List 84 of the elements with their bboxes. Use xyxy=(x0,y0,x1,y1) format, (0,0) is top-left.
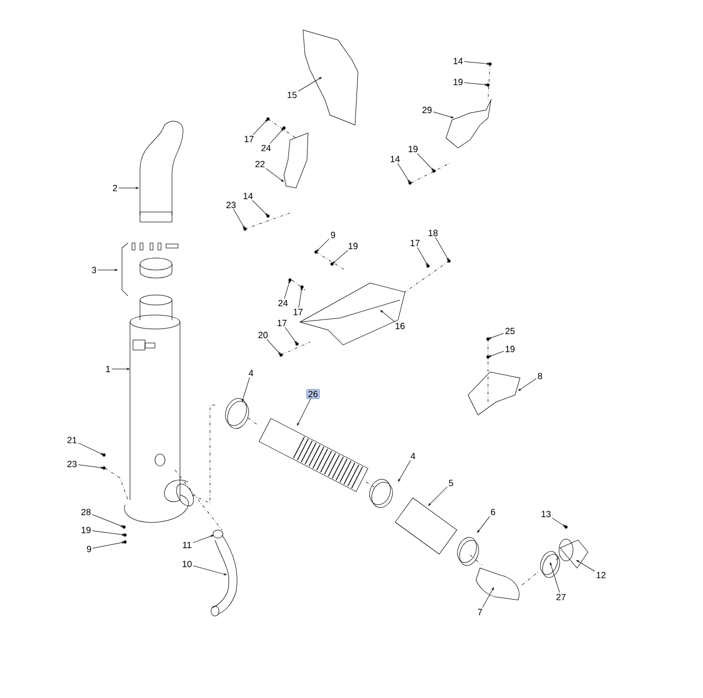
leader-line xyxy=(397,163,410,183)
leader-line xyxy=(92,542,125,549)
callout-number: 1 xyxy=(106,366,110,372)
callout-number: 4 xyxy=(410,452,416,460)
callout-number: 14 xyxy=(454,58,463,64)
callout-number: 19 xyxy=(348,242,358,250)
leader-line xyxy=(477,516,490,533)
leader-line xyxy=(518,378,536,391)
leader-line xyxy=(192,535,214,544)
callout-number: 10 xyxy=(182,560,192,568)
leader-line xyxy=(112,368,130,370)
leader-line xyxy=(298,77,322,92)
callout-number: 3 xyxy=(92,266,96,274)
leader-line xyxy=(464,82,488,86)
leader-line xyxy=(398,460,411,482)
callout-number: 14 xyxy=(244,192,253,200)
highlighted-callout-number: 26 xyxy=(306,389,320,399)
callout-number: 9 xyxy=(330,232,336,238)
leader-line xyxy=(297,398,311,426)
callout-number: 8 xyxy=(538,372,542,380)
callout-number: 2 xyxy=(112,184,118,192)
callout-number: 19 xyxy=(506,346,515,352)
leader-line xyxy=(464,61,490,65)
callout-number: 5 xyxy=(448,480,454,486)
callout-number: 17 xyxy=(244,136,254,142)
callout-number: 6 xyxy=(490,508,496,516)
leader-line xyxy=(98,269,118,271)
callout-number: 21 xyxy=(67,436,77,444)
leader-line xyxy=(550,562,560,593)
callout-number: 17 xyxy=(410,240,420,246)
leader-line xyxy=(428,486,448,506)
callout-number: 19 xyxy=(82,526,91,534)
callout-number: 23 xyxy=(226,202,236,208)
callout-number: 24 xyxy=(278,300,288,306)
callout-number: 7 xyxy=(478,608,482,616)
callout-number: 23 xyxy=(67,460,77,468)
leader-line xyxy=(417,153,434,171)
leader-line xyxy=(270,128,284,144)
leader-line xyxy=(252,119,268,135)
leader-line xyxy=(252,200,268,216)
leader-line xyxy=(433,112,454,118)
leader-line xyxy=(576,560,595,572)
leader-line xyxy=(284,327,297,344)
callout-number: 22 xyxy=(255,160,265,168)
callout-number: 15 xyxy=(288,92,297,98)
leader-line xyxy=(316,238,330,252)
callout-number: 20 xyxy=(258,332,268,338)
leader-line xyxy=(233,209,245,229)
callout-number: 4 xyxy=(248,370,254,376)
callout-number: 9 xyxy=(86,546,92,552)
callout-number: 12 xyxy=(596,572,606,578)
callout-number: 17 xyxy=(294,308,303,316)
callout-number: 27 xyxy=(556,594,566,600)
callout-number: 11 xyxy=(183,542,192,548)
leader-line xyxy=(552,518,566,527)
callout-number: 28 xyxy=(81,508,91,516)
callout-number: 13 xyxy=(542,510,551,518)
leader-line xyxy=(380,310,395,322)
callout-number: 16 xyxy=(396,322,405,330)
leader-line xyxy=(332,250,348,264)
leader-line xyxy=(92,514,124,527)
leader-line xyxy=(488,351,504,357)
callout-number: 18 xyxy=(428,230,438,236)
leader-line xyxy=(266,339,281,355)
leader-line xyxy=(482,587,494,608)
leader-line xyxy=(193,565,227,576)
leader-line xyxy=(417,247,428,266)
leader-line xyxy=(488,333,504,339)
callout-number: 17 xyxy=(278,320,287,326)
callout-number: 24 xyxy=(261,144,271,152)
callout-number: 29 xyxy=(422,106,432,114)
callout-number: 19 xyxy=(408,146,418,152)
leader-line xyxy=(284,280,290,299)
leader-line xyxy=(78,464,104,469)
leader-line xyxy=(298,287,303,308)
leader-line xyxy=(78,442,104,455)
leader-line xyxy=(266,168,284,182)
leader-line xyxy=(242,377,250,402)
callout-number: 14 xyxy=(390,156,400,162)
callout-number: 19 xyxy=(454,78,463,86)
leader-line xyxy=(435,237,449,261)
leader-line xyxy=(118,187,138,189)
leader-line xyxy=(92,530,125,536)
callout-number: 25 xyxy=(505,328,515,334)
